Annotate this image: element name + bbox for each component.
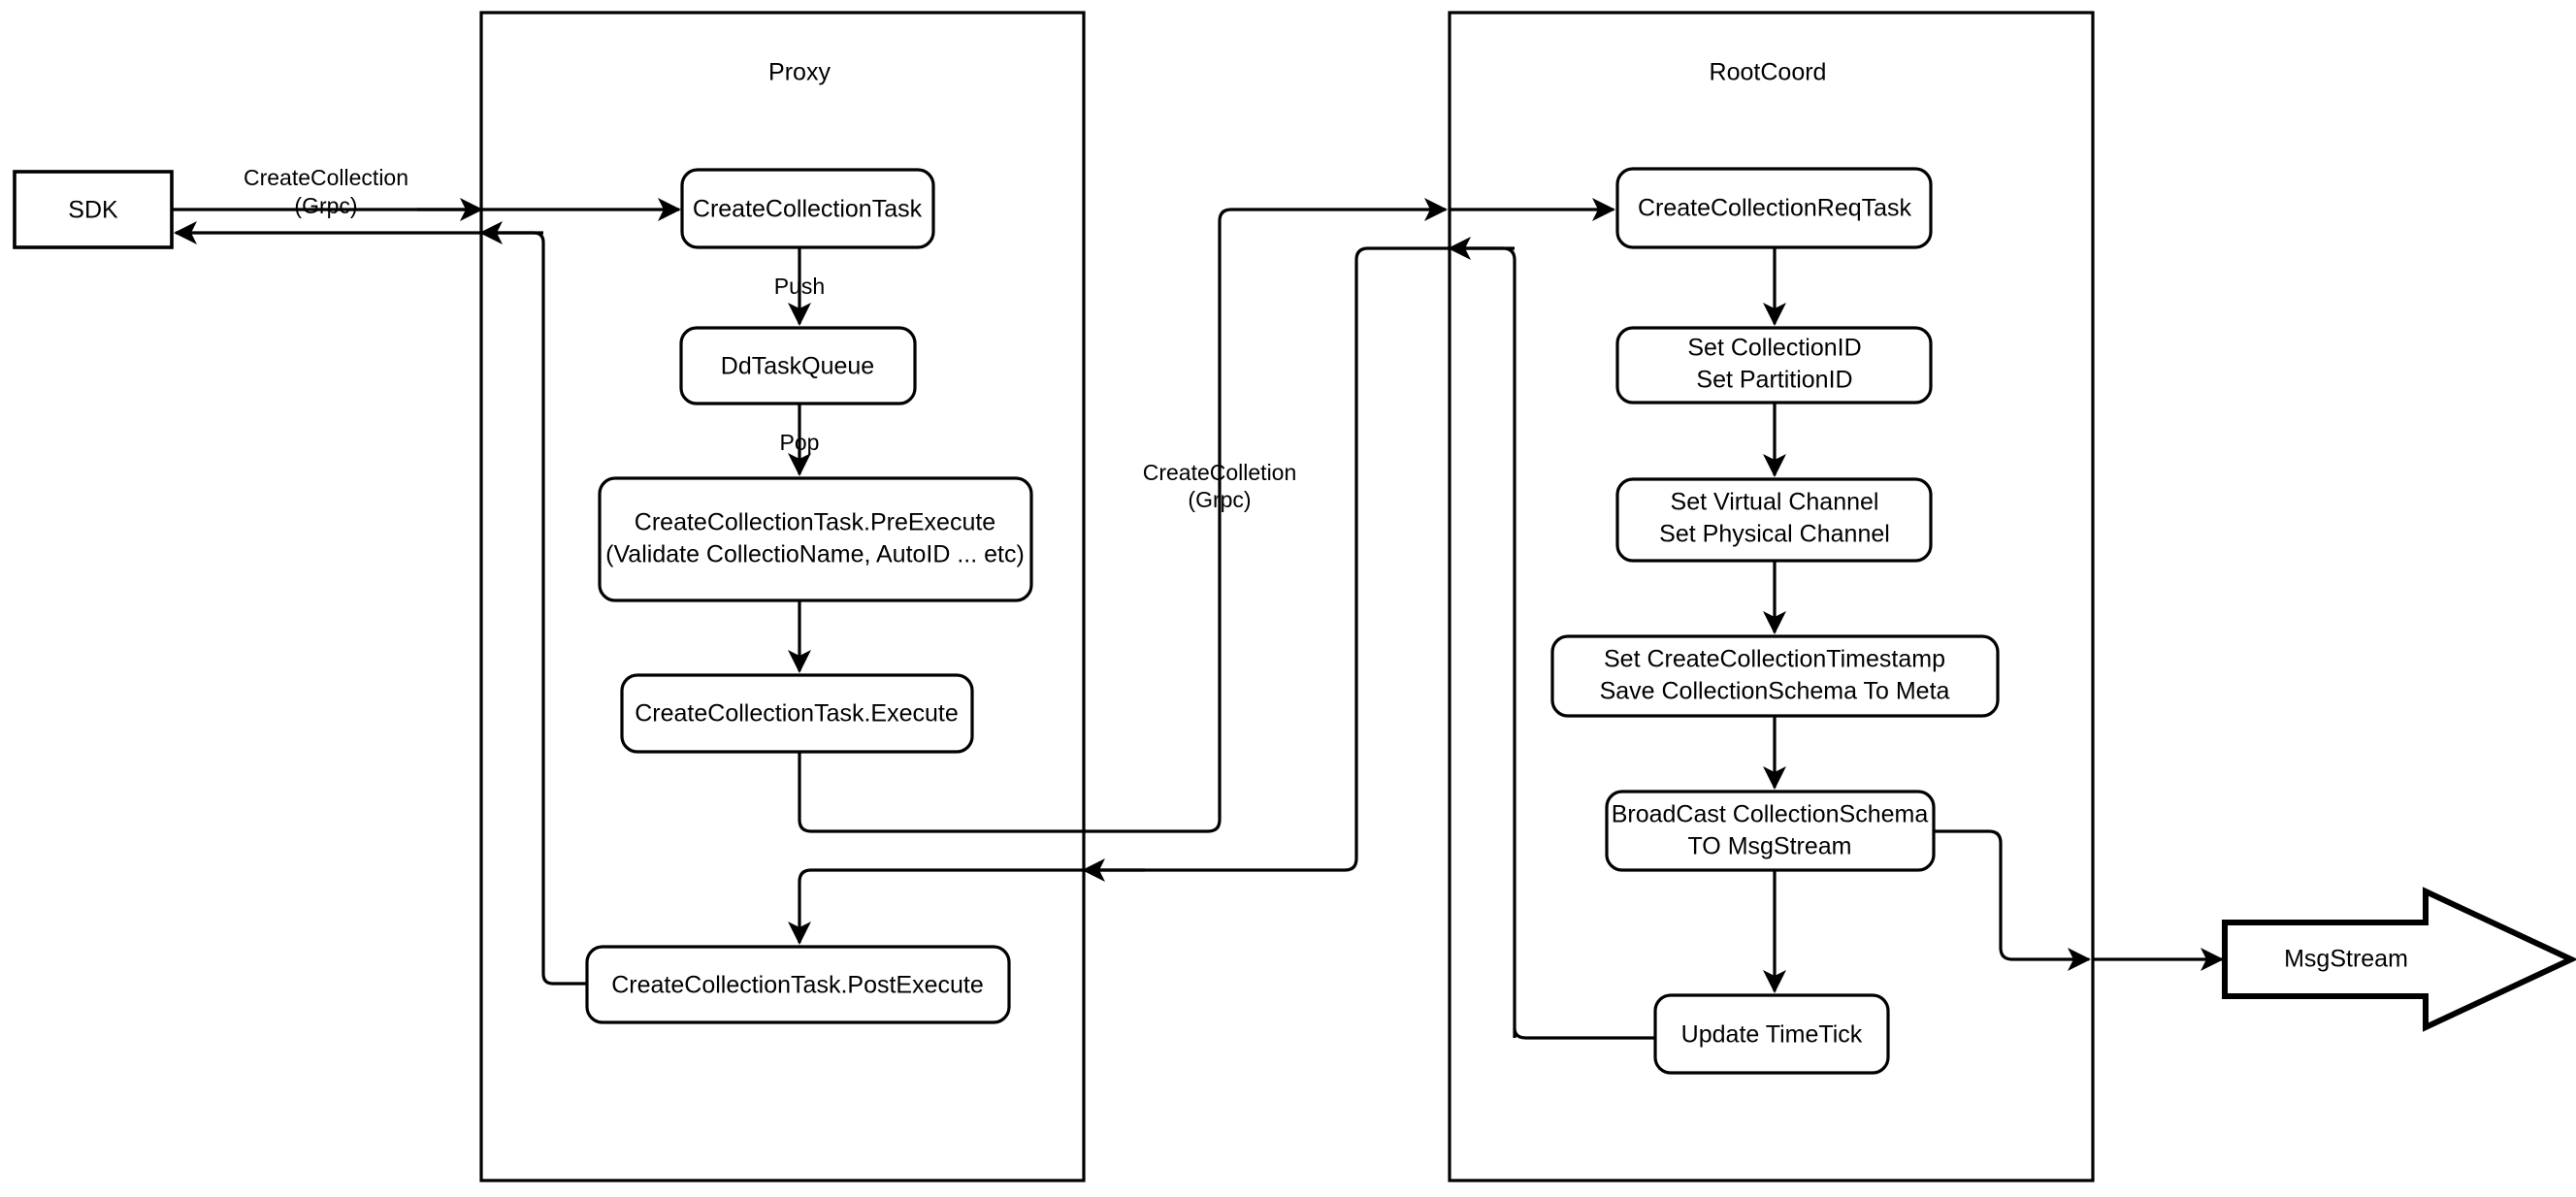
set-timestamp-box[interactable]: [1550, 634, 2000, 718]
node-msgstream[interactable]: MsgStream: [2222, 887, 2576, 1032]
edge-broadcast-to-msgstream-border: [1934, 829, 2091, 971]
edge-label-create-collection-grpc-line2: (Grpc): [294, 193, 357, 218]
node-create-collection-req-task[interactable]: CreateCollectionReqTask: [1615, 167, 1933, 249]
dd-task-queue-box[interactable]: [679, 326, 917, 405]
set-ids-label-line2: Set PartitionID: [1696, 367, 1852, 394]
update-timetick-box[interactable]: [1653, 993, 1890, 1075]
post-execute-label: CreateCollectionTask.PostExecute: [611, 972, 984, 999]
broadcast-label-line1: BroadCast CollectionSchema: [1612, 801, 1929, 828]
node-execute[interactable]: CreateCollectionTask.Execute: [620, 673, 974, 754]
edge-label-create-collection-grpc-line1: CreateCollection: [244, 165, 408, 190]
edge-label-create-colletion-grpc-line1: CreateColletion: [1143, 460, 1297, 485]
node-broadcast[interactable]: BroadCast CollectionSchema TO MsgStream: [1605, 790, 1936, 872]
node-set-timestamp[interactable]: Set CreateCollectionTimestamp Save Colle…: [1550, 634, 2000, 718]
create-collection-req-task-box[interactable]: [1615, 167, 1933, 249]
edge-return-to-post-execute: [788, 868, 1084, 945]
node-sdk[interactable]: SDK: [13, 170, 174, 249]
create-collection-req-task-label: CreateCollectionReqTask: [1638, 195, 1912, 222]
broadcast-box[interactable]: [1605, 790, 1936, 872]
node-update-timetick[interactable]: Update TimeTick: [1653, 993, 1890, 1075]
set-channels-label-line2: Set Physical Channel: [1659, 521, 1890, 548]
edge-label-push: Push: [774, 274, 825, 299]
sdk-label: SDK: [68, 197, 118, 224]
execute-label: CreateCollectionTask.Execute: [635, 700, 959, 728]
node-post-execute[interactable]: CreateCollectionTask.PostExecute: [585, 945, 1011, 1024]
create-collection-task-box[interactable]: [680, 168, 935, 249]
rootcoord-container-title: RootCoord: [1710, 59, 1827, 86]
set-ids-box[interactable]: [1615, 326, 1933, 404]
broadcast-label-line2: TO MsgStream: [1687, 833, 1851, 860]
update-timetick-label: Update TimeTick: [1681, 1021, 1863, 1049]
set-timestamp-label-line2: Save CollectionSchema To Meta: [1600, 678, 1950, 705]
msgstream-arrow-shape[interactable]: [2222, 887, 2576, 1032]
node-set-ids[interactable]: Set CollectionID Set PartitionID: [1615, 326, 1933, 404]
msgstream-label: MsgStream: [2284, 946, 2408, 973]
node-set-channels[interactable]: Set Virtual Channel Set Physical Channel: [1615, 477, 1933, 563]
node-dd-task-queue[interactable]: DdTaskQueue: [679, 326, 917, 405]
edge-label-create-colletion-grpc-line2: (Grpc): [1188, 487, 1251, 512]
dd-task-queue-label: DdTaskQueue: [721, 353, 874, 380]
node-create-collection-task[interactable]: CreateCollectionTask: [680, 168, 935, 249]
create-collection-task-label: CreateCollectionTask: [693, 196, 923, 223]
edge-execute-to-rootcoord: [798, 198, 1448, 833]
set-timestamp-label-line1: Set CreateCollectionTimestamp: [1604, 646, 1945, 673]
node-pre-execute[interactable]: CreateCollectionTask.PreExecute (Validat…: [598, 476, 1033, 602]
set-channels-box[interactable]: [1615, 477, 1933, 563]
set-channels-label-line1: Set Virtual Channel: [1671, 489, 1879, 516]
post-execute-box[interactable]: [585, 945, 1011, 1024]
proxy-container-title: Proxy: [768, 59, 831, 86]
edge-label-pop: Pop: [780, 430, 820, 455]
pre-execute-label-line1: CreateCollectionTask.PreExecute: [635, 509, 995, 536]
pre-execute-label-line2: (Validate CollectioName, AutoID ... etc): [605, 541, 1025, 568]
set-ids-label-line1: Set CollectionID: [1687, 335, 1861, 362]
pre-execute-box[interactable]: [598, 476, 1033, 602]
edge-rootcoord-to-proxy-return: [1091, 246, 1450, 872]
execute-box[interactable]: [620, 673, 974, 754]
sdk-box[interactable]: [13, 170, 174, 249]
